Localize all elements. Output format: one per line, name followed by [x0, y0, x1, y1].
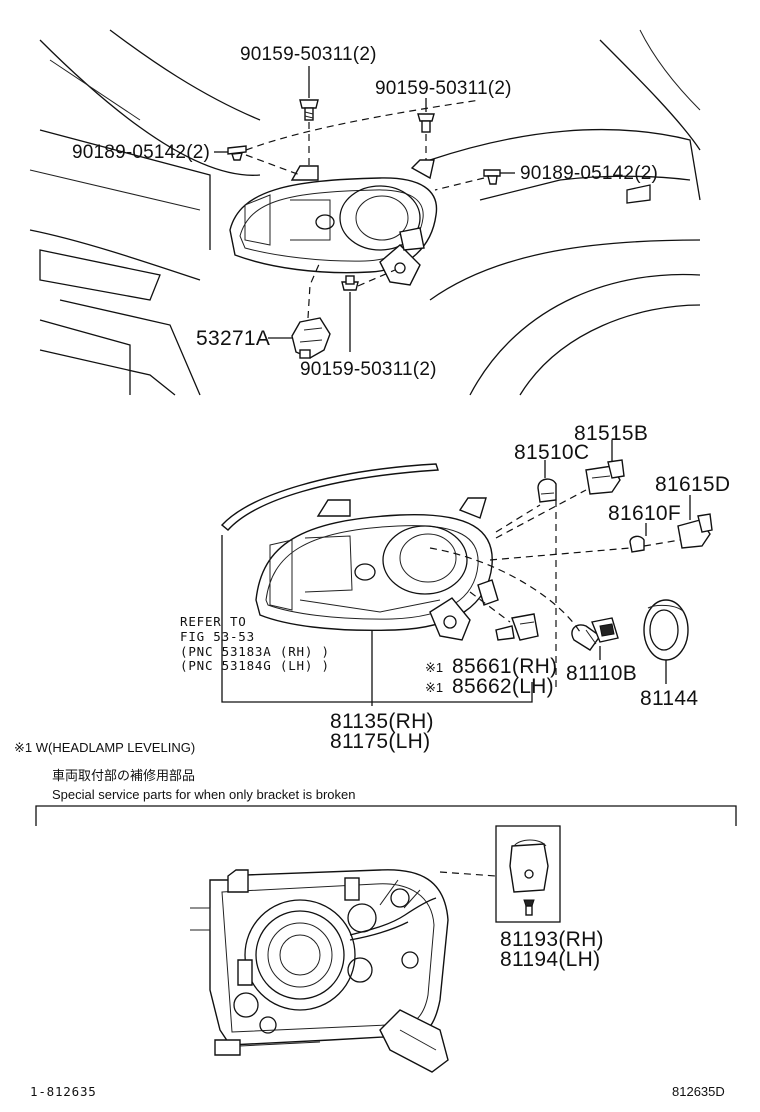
service-bracket-frame — [495, 825, 561, 923]
callout-bracket: 53271A — [196, 327, 270, 350]
leveling-footnote: ※1 W(HEADLAMP LEVELING) — [14, 740, 195, 755]
screw-top-left-icon — [299, 99, 319, 121]
top-leader-lines — [214, 66, 515, 352]
service-note-japanese: 車両取付部の補修用部品 — [52, 768, 195, 783]
callout-socket-81615d: 81615D — [655, 473, 730, 496]
service-note-english: Special service parts for when only brac… — [52, 787, 355, 802]
bulb-81610f-icon — [629, 535, 645, 553]
headlamp-rear-view — [190, 869, 449, 1073]
cover-81144-icon — [643, 599, 689, 661]
footer-left-code: 1-812635 — [30, 1084, 97, 1099]
headlamp-bulb-81110b-icon — [571, 617, 619, 651]
headlamp-installed-view — [229, 159, 438, 286]
top-callout-labels: 90159-50311(2) 90159-50311(2) 90189-0514… — [72, 44, 658, 380]
footer: 1-812635 812635D — [30, 1084, 725, 1099]
leveling-motor-icon — [495, 613, 539, 641]
callout-leveling-lh: 85662(LH) — [452, 675, 554, 698]
callout-socket-81515b: 81515B — [574, 422, 648, 445]
callout-screw-top-left: 90159-50311(2) — [240, 44, 377, 65]
callout-bulb-81610f: 81610F — [608, 502, 681, 525]
service-bracket-81193-icon — [439, 825, 561, 923]
vehicle-front-illustration — [29, 29, 701, 396]
clip-left-icon — [227, 145, 247, 161]
callout-leveling-rh: 85661(RH) — [452, 655, 557, 678]
bulb-81510c-icon — [537, 478, 557, 503]
footer-right-code: 812635D — [672, 1084, 725, 1099]
socket-81615d-icon — [677, 513, 713, 549]
section-bracket-line — [35, 805, 737, 826]
middle-callout-labels: 81515B 81510C 81615D 81610F REFER TO FIG… — [14, 422, 730, 755]
socket-81515b-icon — [585, 459, 625, 495]
bottom-callout-labels: 81193(RH) 81194(LH) — [500, 928, 604, 971]
refer-line-3: (PNC 53183A (RH) ) — [180, 644, 330, 659]
refer-line-4: (PNC 53184G (LH) ) — [180, 658, 330, 673]
callout-bracket-lh: 81194(LH) — [500, 948, 600, 971]
leveling-mark-lh: ※1 — [425, 680, 443, 695]
refer-line-1: REFER TO — [180, 614, 247, 629]
callout-assembly-lh: 81175(LH) — [330, 730, 430, 753]
headlamp-assembly-view — [220, 463, 533, 703]
screw-top-right-icon — [417, 113, 435, 133]
callout-screw-bottom: 90159-50311(2) — [300, 359, 437, 380]
refer-line-2: FIG 53-53 — [180, 629, 255, 644]
callout-cover: 81144 — [640, 687, 698, 710]
callout-bracket-rh: 81193(RH) — [500, 928, 604, 951]
bracket-53271a-icon — [291, 317, 331, 359]
callout-clip-right: 90189-05142(2) — [520, 163, 658, 184]
screw-bottom-icon — [341, 275, 359, 291]
middle-leader-lines — [371, 440, 691, 706]
callout-headlamp-bulb: 81110B — [566, 662, 637, 685]
service-note: 車両取付部の補修用部品 Special service parts for wh… — [35, 768, 737, 826]
clip-right-icon — [483, 169, 501, 185]
callout-assembly-rh: 81135(RH) — [330, 710, 434, 733]
leveling-mark-rh: ※1 — [425, 660, 443, 675]
callout-clip-left: 90189-05142(2) — [72, 142, 210, 163]
callout-bulb-81510c: 81510C — [514, 441, 589, 464]
callout-screw-top-right: 90159-50311(2) — [375, 78, 512, 99]
